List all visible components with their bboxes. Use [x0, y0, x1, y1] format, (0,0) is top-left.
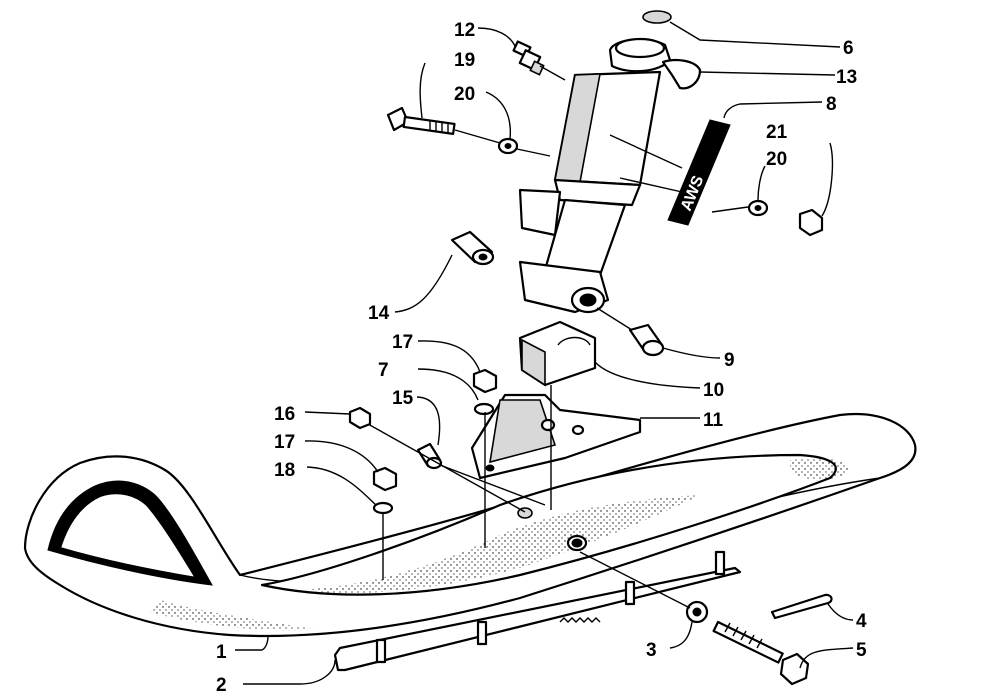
ski-bolt-hole-inner	[571, 538, 583, 548]
saddle-hole	[571, 424, 585, 436]
bushing-bore	[478, 253, 488, 261]
callout-17-lower: 17	[274, 432, 295, 453]
callout-21: 21	[766, 122, 788, 143]
washer-18	[372, 501, 394, 515]
wear-bar	[333, 550, 742, 672]
bushing-end	[641, 339, 665, 357]
saddle-hole	[540, 418, 556, 432]
callout-12: 12	[454, 20, 475, 41]
callout-11: 11	[703, 410, 724, 431]
callout-1: 1	[216, 642, 227, 663]
grease-fitting	[512, 40, 545, 76]
stud	[714, 550, 726, 576]
cap-plug	[642, 10, 672, 24]
callout-5: 5	[856, 640, 867, 661]
callout-2: 2	[216, 675, 227, 696]
spindle-top-cap-face	[614, 37, 666, 59]
callout-10: 10	[703, 380, 724, 401]
callout-17-upper: 17	[392, 332, 413, 353]
ski-saddle	[470, 393, 642, 480]
ski-spindle	[518, 37, 672, 314]
retaining-clip	[661, 59, 702, 90]
callout-4: 4	[856, 611, 867, 632]
wear-bar-studs	[375, 550, 726, 664]
washer-hole	[504, 143, 512, 149]
bushing-end	[425, 456, 443, 470]
stud	[476, 620, 488, 646]
wear-bar-body	[333, 566, 742, 672]
callout-9: 9	[724, 350, 735, 371]
nut-17-lower	[372, 466, 398, 492]
wear-bar-teeth	[559, 617, 601, 623]
callout-15: 15	[392, 388, 414, 409]
bolt-19	[386, 106, 456, 135]
washer-hole	[692, 607, 702, 617]
damper-cradle	[557, 336, 591, 346]
damper-side	[521, 338, 546, 387]
callout-7: 7	[378, 360, 389, 381]
callout-19: 19	[454, 50, 475, 71]
washer-7	[473, 402, 495, 416]
cotter-pin	[770, 593, 833, 620]
callout-20-right: 20	[766, 149, 787, 170]
callout-3: 3	[646, 640, 657, 661]
stud	[375, 638, 387, 664]
callout-13: 13	[836, 67, 857, 88]
nut-17-upper	[472, 368, 498, 394]
spindle-bracket	[518, 188, 562, 237]
ski-recess-shading	[300, 495, 700, 594]
ski-handle-inner	[58, 492, 198, 580]
stud	[624, 580, 636, 606]
ski-lower-shading	[150, 600, 320, 631]
callouts: 1 2 3 4 5 6 7 8 9 10 11 12 13 14 15 16 1…	[216, 20, 867, 696]
saddle-hole	[485, 464, 495, 472]
callout-8: 8	[826, 94, 837, 115]
callout-18: 18	[274, 460, 295, 481]
ski	[23, 412, 917, 638]
nut-16	[348, 406, 372, 430]
washer-hole	[754, 205, 762, 211]
spindle-foot-bore-inner	[579, 293, 597, 307]
callout-16: 16	[274, 404, 295, 425]
aws-decal: AWS	[667, 119, 731, 226]
callout-6: 6	[843, 38, 854, 59]
nut-21	[798, 208, 824, 237]
callout-14: 14	[368, 303, 390, 324]
ski-tip-shading	[790, 458, 849, 481]
leader-lines	[235, 21, 854, 685]
bolt-5	[712, 620, 810, 686]
callout-20-left: 20	[454, 84, 475, 105]
